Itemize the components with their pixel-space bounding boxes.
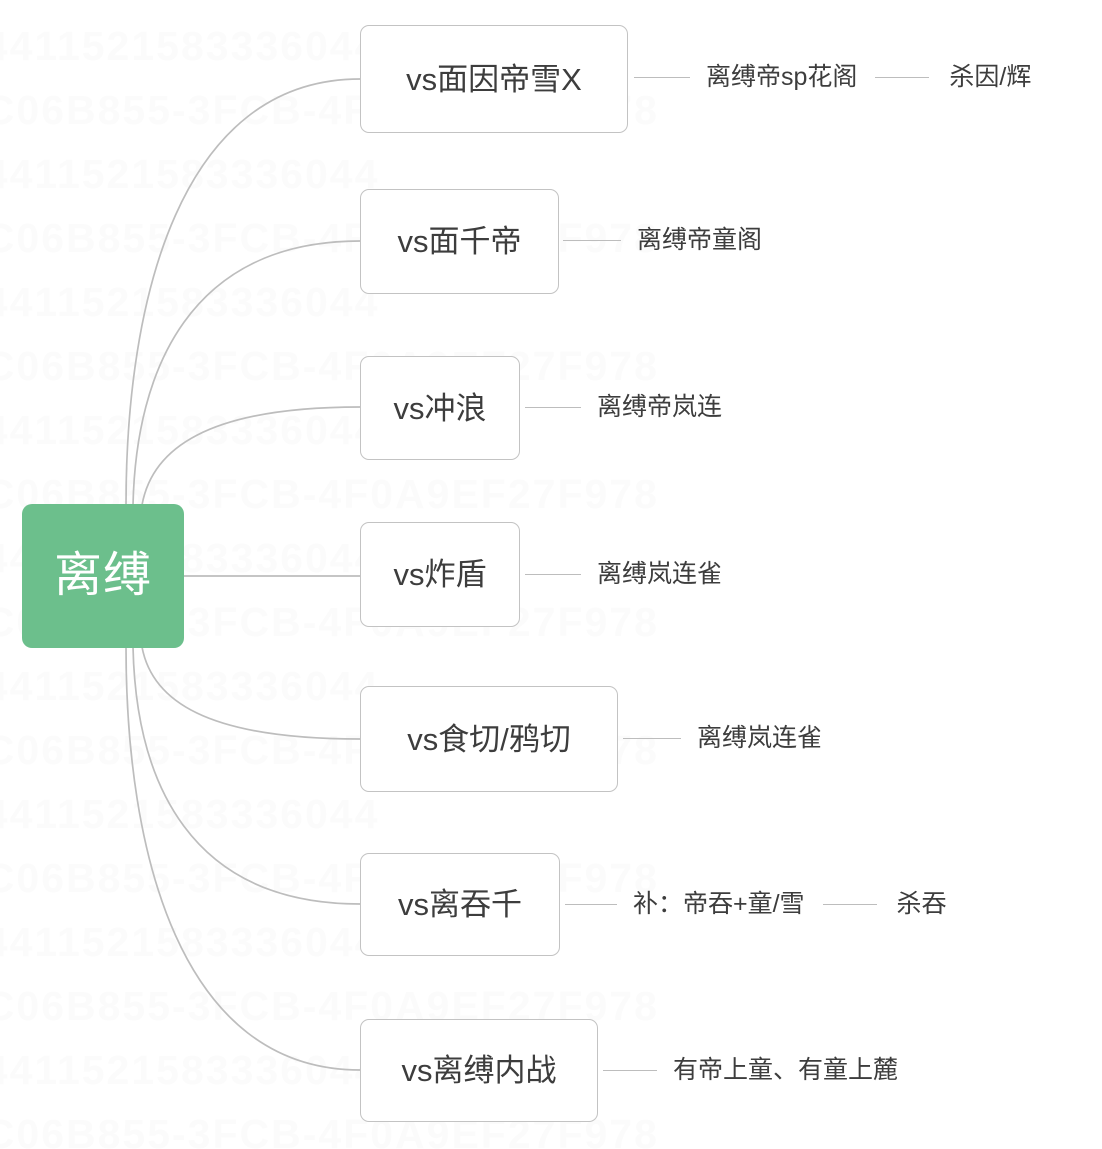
- leaf-stub-line: [634, 77, 690, 78]
- watermark-line: 14411521583336044: [0, 279, 380, 325]
- watermark-line: 14411521583336044: [0, 23, 380, 69]
- leaf-row-1: 离缚帝sp花阁 杀因/辉: [634, 65, 1031, 90]
- leaf-text-4a: 离缚岚连雀: [597, 560, 723, 588]
- edge-to-branch-3: [141, 406, 361, 506]
- leaf-stub-line: [603, 1070, 657, 1071]
- leaf-row-6: 补：帝吞+童/雪 杀吞: [565, 892, 947, 917]
- watermark-line: 2C06B855-3FCB-4F0A9EF27F978: [0, 855, 659, 901]
- edge-to-branch-6: [132, 646, 361, 905]
- leaf-row-4: 离缚岚连雀: [525, 562, 722, 587]
- leaf-stub-line: [623, 738, 681, 739]
- leaf-row-5: 离缚岚连雀: [623, 726, 822, 751]
- leaf-text-7a: 有帝上童、有童上麓: [673, 1056, 899, 1084]
- leaf-text-1a: 离缚帝sp花阁: [706, 63, 858, 91]
- leaf-stub-line: [525, 574, 581, 575]
- branch-node-1-label: vs面因帝雪X: [406, 61, 582, 97]
- branch-node-4-label: vs炸盾: [393, 557, 487, 592]
- leaf-text-1b: 杀因/辉: [949, 63, 1032, 91]
- watermark-line: 14411521583336044: [0, 663, 380, 709]
- root-node[interactable]: 离缚: [22, 504, 184, 648]
- leaf-text-5a: 离缚岚连雀: [697, 724, 823, 752]
- edge-to-branch-2: [132, 240, 361, 506]
- branch-node-3[interactable]: vs冲浪: [360, 356, 520, 460]
- watermark-line: 14411521583336044: [0, 1047, 380, 1093]
- leaf-row-7: 有帝上童、有童上麓: [603, 1058, 898, 1083]
- branch-node-1[interactable]: vs面因帝雪X: [360, 25, 628, 133]
- leaf-row-3: 离缚帝岚连: [525, 395, 722, 420]
- leaf-text-6a: 补：帝吞+童/雪: [633, 890, 805, 918]
- leaf-stub-line: [525, 407, 581, 408]
- branch-node-5[interactable]: vs食切/鸦切: [360, 686, 618, 792]
- edge-to-branch-5: [141, 646, 361, 740]
- branch-node-6-label: vs离吞千: [398, 887, 522, 922]
- leaf-stub-line: [565, 904, 617, 905]
- leaf-text-2a: 离缚帝童阁: [637, 226, 763, 254]
- leaf-stub-line-2: [875, 77, 930, 78]
- watermark-line: 2C06B855-3FCB-4F0A9EF27F978: [0, 215, 659, 261]
- edge-to-branch-7: [125, 646, 361, 1071]
- edge-to-branch-1: [125, 78, 361, 506]
- leaf-row-2: 离缚帝童阁: [563, 228, 762, 253]
- watermark-line: 14411521583336044: [0, 791, 380, 837]
- leaf-text-6b: 杀吞: [896, 890, 947, 918]
- watermark-line: 14411521583336044: [0, 151, 380, 197]
- watermark-line: 14411521583336044: [0, 407, 380, 453]
- branch-node-7[interactable]: vs离缚内战: [360, 1019, 598, 1122]
- watermark-line: 14411521583336044: [0, 919, 380, 965]
- branch-node-7-label: vs离缚内战: [401, 1053, 557, 1088]
- branch-node-4[interactable]: vs炸盾: [360, 522, 520, 627]
- leaf-text-3a: 离缚帝岚连: [597, 393, 723, 421]
- branch-node-3-label: vs冲浪: [393, 390, 487, 426]
- leaf-stub-line-2: [822, 904, 877, 905]
- branch-node-2-label: vs面千帝: [397, 224, 522, 259]
- branch-node-6[interactable]: vs离吞千: [360, 853, 560, 956]
- branch-node-5-label: vs食切/鸦切: [407, 721, 571, 757]
- root-node-label: 离缚: [53, 549, 152, 602]
- leaf-stub-line: [563, 240, 621, 241]
- branch-node-2[interactable]: vs面千帝: [360, 189, 559, 294]
- watermark-line: 2C06B855-3FCB-4F0A9EF27F978: [0, 343, 659, 389]
